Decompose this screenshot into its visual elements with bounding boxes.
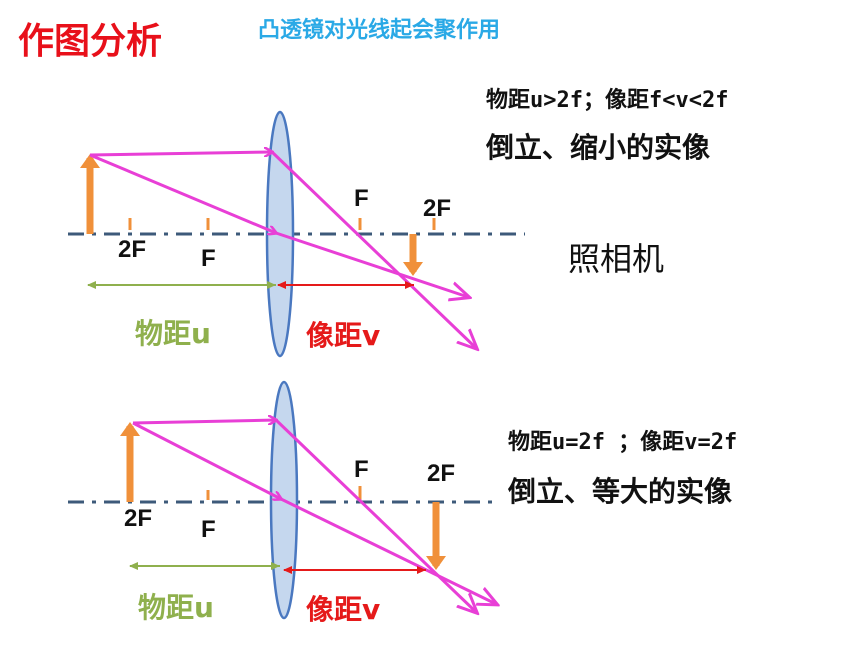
case2-label-2f-left: 2F	[124, 505, 153, 532]
case1-label-f-left: F	[201, 245, 216, 272]
case1-diagram	[68, 110, 525, 358]
case2-label-f-left: F	[201, 516, 216, 543]
case2-conclusion: 倒立、等大的实像	[508, 475, 733, 508]
case1-u-label: 物距u	[135, 317, 211, 350]
case1-condition: 物距u>2f；像距f<v<2f	[486, 88, 729, 113]
case2-condition: 物距u=2f ；像距v=2f	[508, 430, 738, 455]
case2-ray-refracted	[274, 418, 476, 612]
page-title: 作图分析	[18, 21, 163, 62]
case2-v-label: 像距v	[306, 593, 381, 626]
case2-label-2f-right: 2F	[427, 460, 456, 487]
case1-ray-center-in	[89, 153, 276, 233]
case1-v-label: 像距v	[306, 319, 381, 352]
case1-label-f-right: F	[354, 185, 369, 212]
case1-label-2f-right: 2F	[423, 195, 452, 222]
case1-application: 照相机	[568, 240, 665, 278]
case1-ray-refracted	[270, 150, 476, 348]
case1-label-2f-left: 2F	[118, 236, 147, 263]
case1-ray-parallel	[89, 152, 272, 155]
case2-ray-center-in	[132, 421, 281, 499]
case1-ray-center-out	[275, 231, 468, 297]
case1-conclusion: 倒立、缩小的实像	[486, 131, 711, 164]
case2-diagram	[68, 380, 500, 620]
case2-label-f-right: F	[354, 456, 369, 483]
case2-u-label: 物距u	[138, 591, 214, 624]
page-subtitle: 凸透镜对光线起会聚作用	[258, 18, 501, 43]
case2-ray-center-out	[280, 497, 496, 604]
case2-ray-parallel	[132, 420, 276, 423]
